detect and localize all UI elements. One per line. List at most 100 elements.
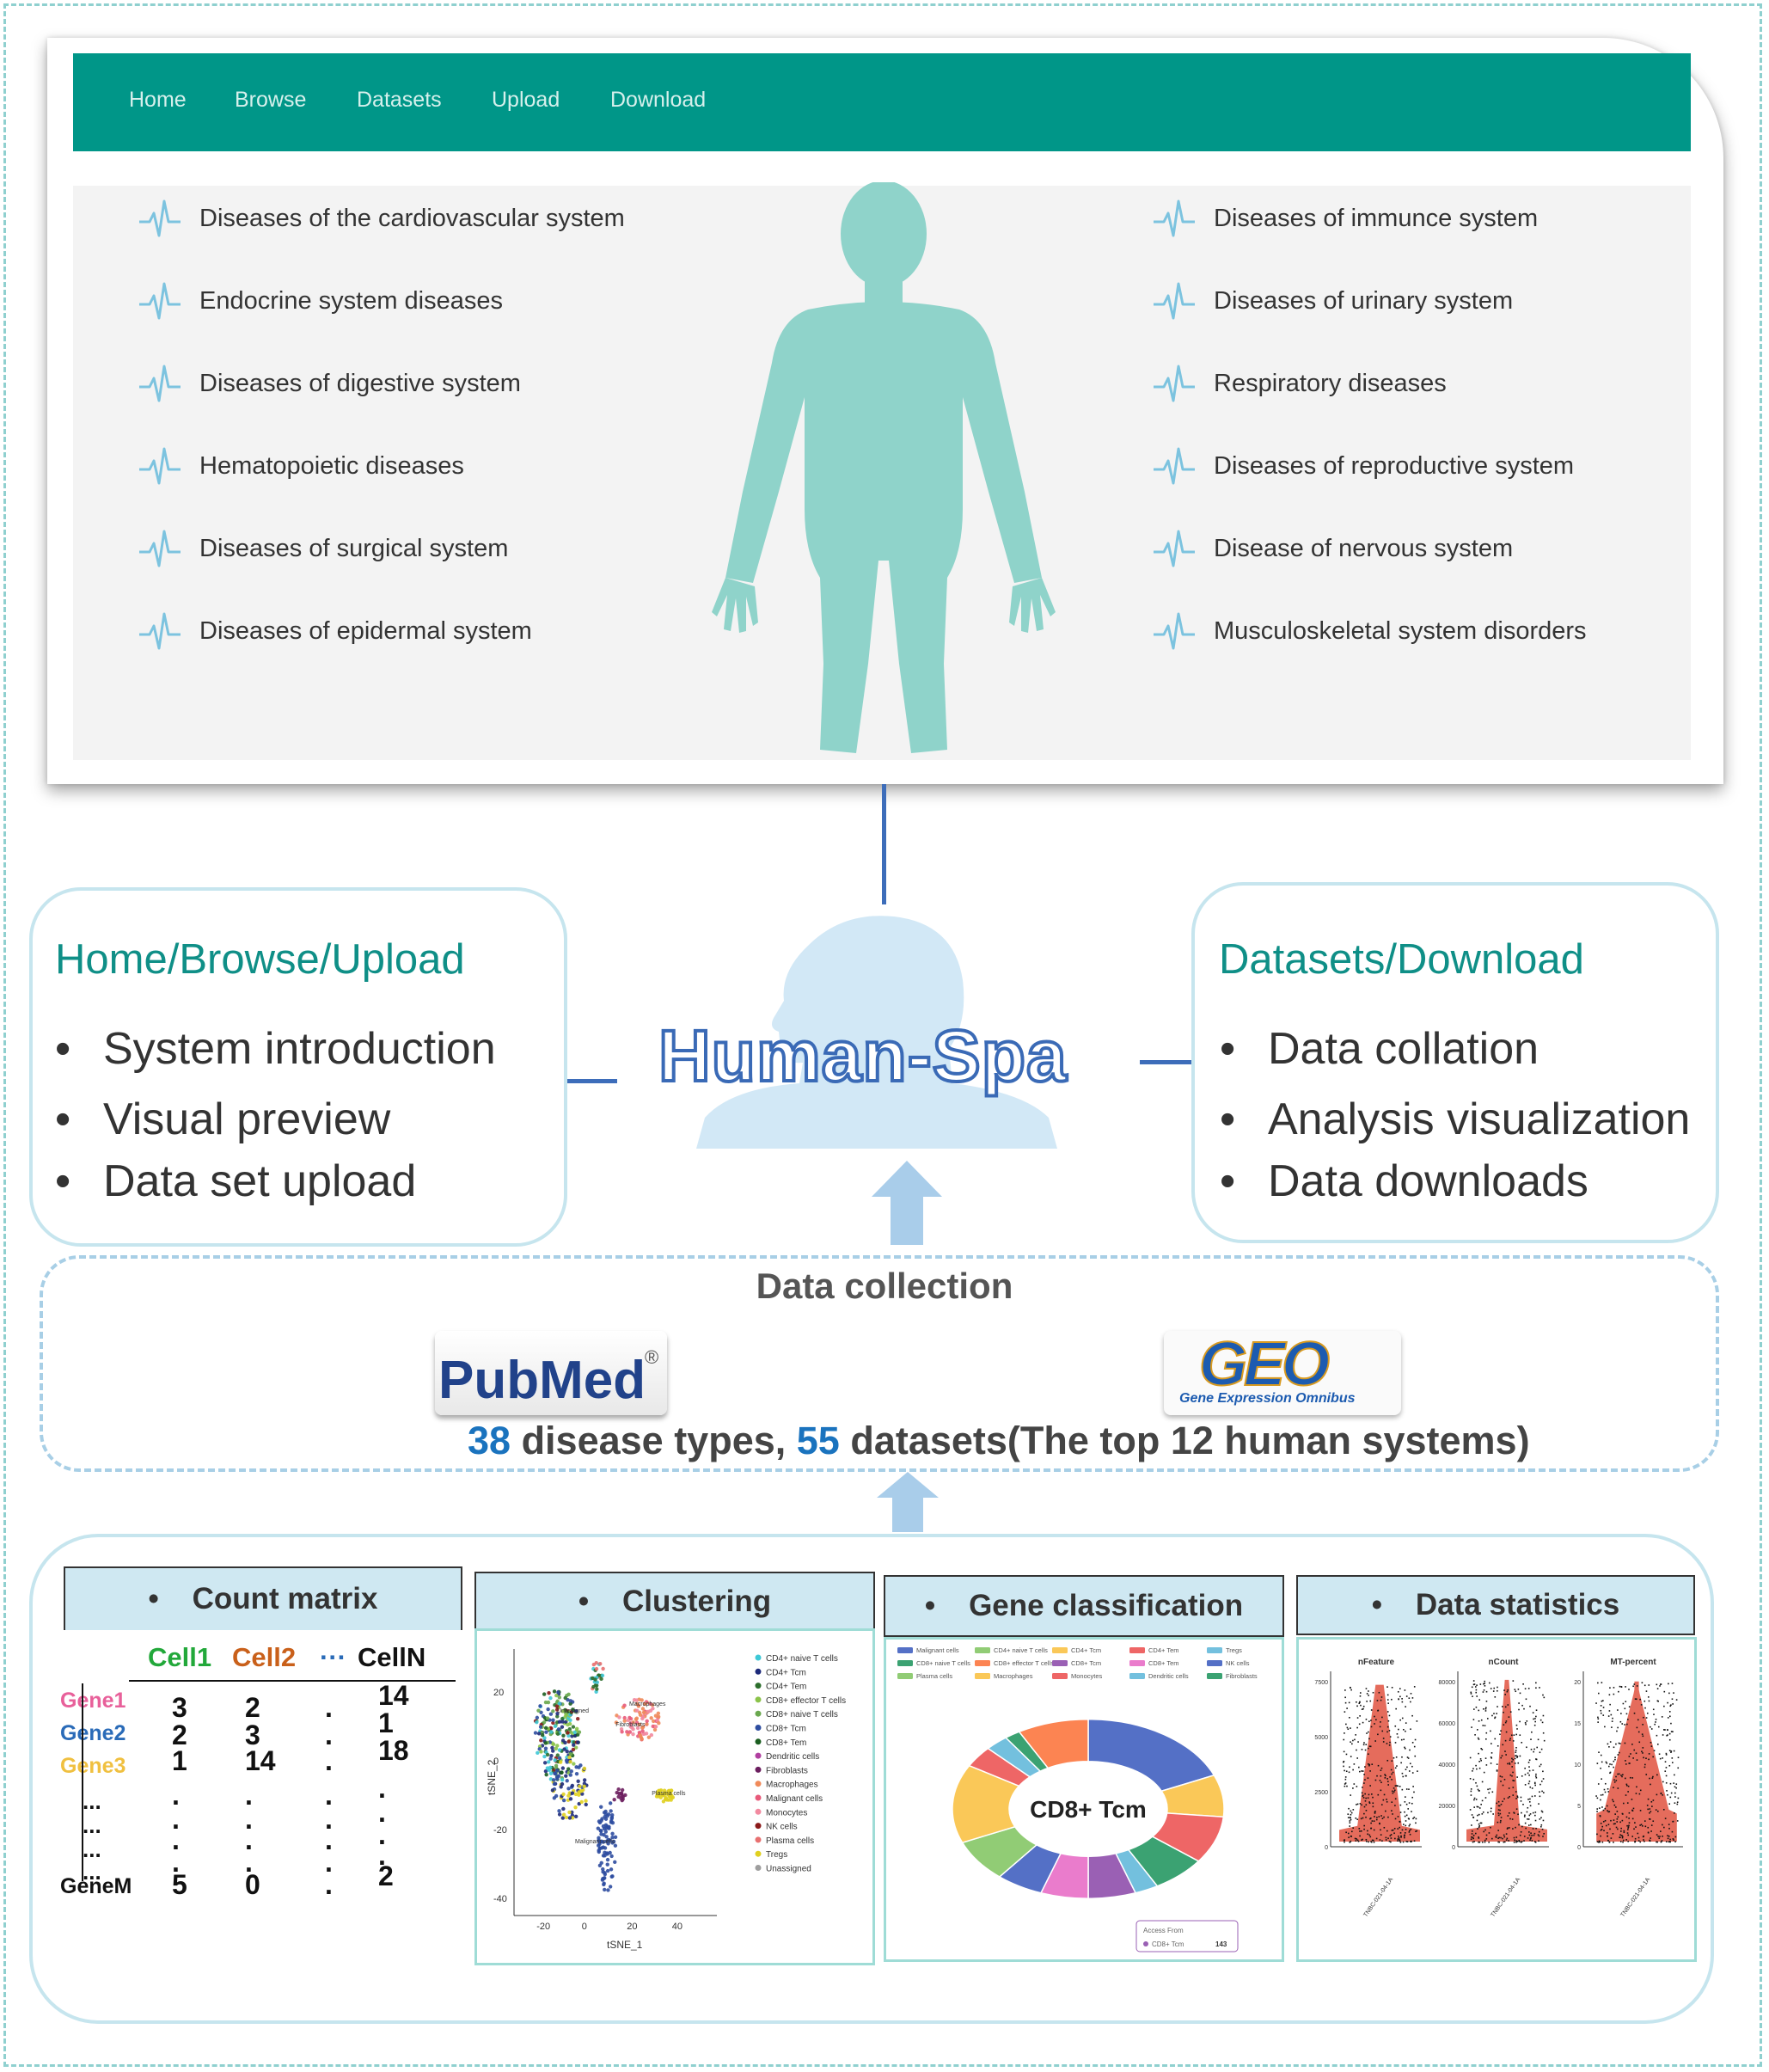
violin-point [1520,1796,1522,1799]
scatter-point [543,1726,548,1731]
matrix-column-header: Cell2 [232,1642,297,1672]
violin-point [1413,1816,1416,1818]
violin-point [1530,1738,1532,1740]
scatter-point [573,1745,578,1750]
donut-legend-label: CD8+ effector T cells [994,1659,1054,1667]
violin-point [1490,1756,1492,1758]
violin-y-tick: 15 [1574,1721,1581,1727]
violin-point [1358,1702,1361,1705]
violin-point [1472,1830,1473,1832]
disease-right-item[interactable]: Diseases of immunce system [1154,196,1538,241]
scatter-point [565,1779,569,1783]
legend-label: CD4+ Tem [766,1683,806,1692]
violin-point [1535,1715,1537,1718]
disease-left-item[interactable]: Diseases of digestive system [139,361,521,406]
disease-right-item[interactable]: Disease of nervous system [1154,526,1513,571]
matrix-cell-value: . [378,1773,386,1804]
scatter-point [545,1752,550,1757]
legend-marker [755,1752,762,1759]
violin-point [1515,1791,1517,1793]
violin-point [1531,1840,1533,1842]
violin-point [1482,1691,1484,1693]
scatter-point [670,1793,674,1798]
violin-point [1601,1841,1604,1843]
violin-point [1608,1694,1611,1696]
scatter-point [643,1701,647,1707]
violin-point [1405,1796,1406,1798]
disease-left-item[interactable]: Diseases of epidermal system [139,609,532,653]
scatter-point [601,1845,606,1849]
violin-point [1356,1839,1359,1842]
violin-point [1509,1774,1512,1776]
scatter-point [573,1792,578,1797]
violin-point [1504,1721,1507,1724]
violin-point [1369,1818,1371,1820]
violin-point [1347,1813,1350,1815]
scatter-point [566,1767,571,1771]
matrix-column-header: ··· [320,1642,346,1672]
violin-point [1596,1833,1598,1836]
nav-browse[interactable]: Browse [235,88,307,112]
nav-upload[interactable]: Upload [492,88,560,112]
violin-point [1397,1690,1399,1693]
violin-point [1374,1811,1376,1813]
nav-download[interactable]: Download [610,88,707,112]
violin-point [1381,1818,1384,1819]
violin-point [1613,1781,1616,1783]
scatter-point [594,1683,599,1688]
scatter-point [571,1707,575,1712]
violin-point [1405,1829,1407,1830]
scatter-point [654,1794,659,1799]
disease-right-item[interactable]: Diseases of urinary system [1154,279,1513,323]
disease-left-item[interactable]: Diseases of the cardiovascular system [139,196,625,241]
violin-point [1474,1686,1477,1688]
violin-point [1472,1768,1474,1770]
scatter-point [652,1727,658,1732]
violin-point [1605,1824,1607,1827]
disease-left-item[interactable]: Endocrine system diseases [139,279,503,323]
violin-point [1386,1799,1387,1800]
violin-point [1416,1830,1418,1832]
disease-left-item[interactable]: Hematopoietic diseases [139,444,464,488]
nav-datasets[interactable]: Datasets [357,88,442,112]
violin-point [1415,1818,1417,1820]
nav-home[interactable]: Home [129,88,187,112]
scatter-point [560,1720,565,1724]
violin-point [1516,1796,1519,1799]
donut-tooltip-value: 143 [1215,1940,1227,1948]
violin-point [1595,1795,1597,1797]
dataset-count: 55 [796,1419,840,1462]
disease-right-item[interactable]: Diseases of reproductive system [1154,444,1574,488]
violin-point [1379,1839,1381,1841]
disease-right-item[interactable]: Musculoskeletal system disorders [1154,609,1587,653]
violin-point [1518,1702,1520,1704]
scatter-point [560,1766,566,1770]
violin-point [1488,1682,1490,1684]
violin-point [1664,1729,1666,1731]
violin-point [1663,1690,1666,1693]
legend-label: CD4+ Tcm [766,1668,806,1677]
violin-point [1543,1833,1546,1835]
violin-point [1367,1833,1368,1836]
violin-point [1627,1829,1629,1830]
violin-point [1473,1797,1476,1799]
violin-point [1472,1778,1475,1781]
violin-point [1660,1841,1662,1843]
violin-point [1596,1762,1599,1764]
violin-point [1408,1788,1410,1790]
violin-sample-label: TNBC-021-04-1A [1619,1877,1651,1919]
violin-point [1515,1751,1517,1754]
scatter-point [614,1720,619,1725]
violin-point [1642,1825,1644,1827]
violin-point [1491,1791,1494,1793]
violin-point [1363,1812,1365,1815]
violin-point [1622,1839,1625,1842]
disease-right-item[interactable]: Respiratory diseases [1154,361,1447,406]
scatter-point [610,1831,615,1836]
violin-point [1478,1837,1480,1839]
violin-point [1401,1829,1404,1831]
violin-point [1484,1707,1487,1710]
violin-point [1414,1738,1417,1741]
disease-left-item[interactable]: Diseases of surgical system [139,526,508,571]
